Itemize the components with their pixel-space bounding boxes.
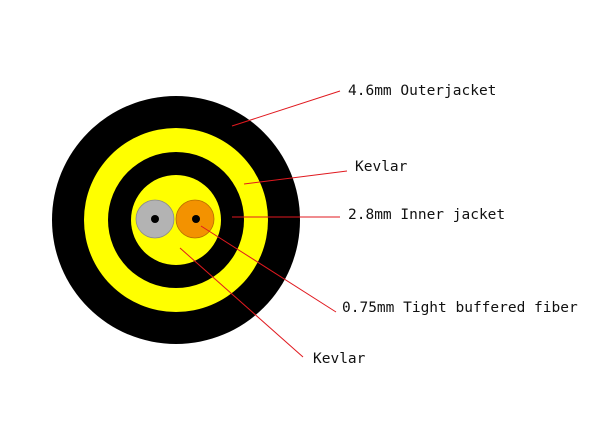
outer-jacket-label: 4.6mm Outerjacket — [348, 83, 497, 99]
orange-fiber-core — [192, 215, 200, 223]
gray-fiber-core — [151, 215, 159, 223]
tight-buffered-fiber-label: 0.75mm Tight buffered fiber — [342, 300, 578, 316]
inner-jacket-label: 2.8mm Inner jacket — [348, 207, 506, 223]
leader-lines — [179, 90, 348, 358]
leader-line-tight-buffered-fiber — [200, 225, 337, 313]
kevlar-inner-label: Kevlar — [313, 351, 366, 367]
leader-line-kevlar-outer — [243, 170, 348, 185]
leader-line-kevlar-inner — [179, 247, 304, 358]
kevlar-outer-label: Kevlar — [355, 159, 408, 175]
leader-line-outer-jacket — [231, 90, 341, 127]
